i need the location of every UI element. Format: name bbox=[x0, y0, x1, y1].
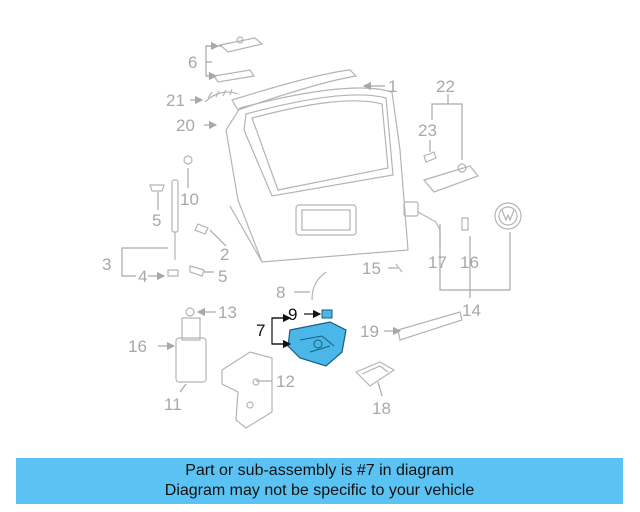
small-fasteners bbox=[149, 184, 209, 277]
callout-1: 1 bbox=[388, 77, 397, 96]
callout-15: 15 bbox=[362, 259, 381, 278]
callout-20: 20 bbox=[176, 116, 195, 135]
callout-8: 8 bbox=[276, 283, 285, 302]
bracket-part bbox=[221, 351, 273, 429]
callout-16-right: 16 bbox=[460, 253, 479, 272]
callout-9: 9 bbox=[288, 305, 297, 324]
callout-11: 11 bbox=[164, 395, 182, 414]
switch-part bbox=[403, 201, 441, 231]
info-banner: Part or sub-assembly is #7 in diagram Di… bbox=[16, 458, 623, 504]
callout-18: 18 bbox=[372, 399, 391, 418]
callout-14: 14 bbox=[462, 301, 481, 320]
gas-strut-part bbox=[171, 155, 193, 260]
license-lamp-part bbox=[354, 361, 396, 387]
callout-16-left: 16 bbox=[128, 337, 147, 356]
callout-labels: 1 6 21 20 10 5 2 3 4 5 13 16 11 12 8 9 7… bbox=[102, 53, 481, 418]
callout-3: 3 bbox=[102, 255, 111, 274]
callout-2: 2 bbox=[220, 245, 229, 264]
garnish-strip bbox=[397, 311, 463, 341]
callout-10: 10 bbox=[180, 190, 199, 209]
emblem-part bbox=[494, 202, 522, 230]
parts-diagram: 1 6 21 20 10 5 2 3 4 5 13 16 11 12 8 9 7… bbox=[102, 36, 522, 429]
hinge-part bbox=[212, 36, 264, 83]
liftgate-panel bbox=[225, 87, 409, 263]
bolt-part-highlighted bbox=[321, 309, 333, 319]
rod-part bbox=[395, 263, 403, 273]
callout-5-upper: 5 bbox=[152, 211, 161, 230]
callout-5-lower: 5 bbox=[218, 267, 227, 286]
release-cable bbox=[311, 271, 327, 301]
callout-4: 4 bbox=[138, 267, 147, 286]
banner-line-2: Diagram may not be specific to your vehi… bbox=[164, 482, 475, 499]
handle-part bbox=[422, 163, 479, 193]
weatherstrip-part bbox=[204, 88, 239, 103]
banner-line-1: Part or sub-assembly is #7 in diagram bbox=[185, 462, 454, 479]
callout-6: 6 bbox=[188, 53, 197, 72]
latch-part-highlighted bbox=[287, 321, 347, 367]
callout-7: 7 bbox=[256, 321, 265, 340]
lock-actuator-part bbox=[175, 307, 207, 383]
connector-part bbox=[461, 217, 469, 231]
callout-17: 17 bbox=[428, 253, 447, 272]
callout-21: 21 bbox=[166, 91, 185, 110]
spoiler bbox=[231, 69, 358, 111]
callout-19: 19 bbox=[360, 322, 379, 341]
callout-13: 13 bbox=[218, 303, 237, 322]
callout-12: 12 bbox=[276, 372, 295, 391]
cylinder-part bbox=[423, 151, 437, 163]
callout-leaders bbox=[121, 41, 511, 397]
callout-23: 23 bbox=[418, 121, 437, 140]
callout-22: 22 bbox=[436, 77, 455, 96]
